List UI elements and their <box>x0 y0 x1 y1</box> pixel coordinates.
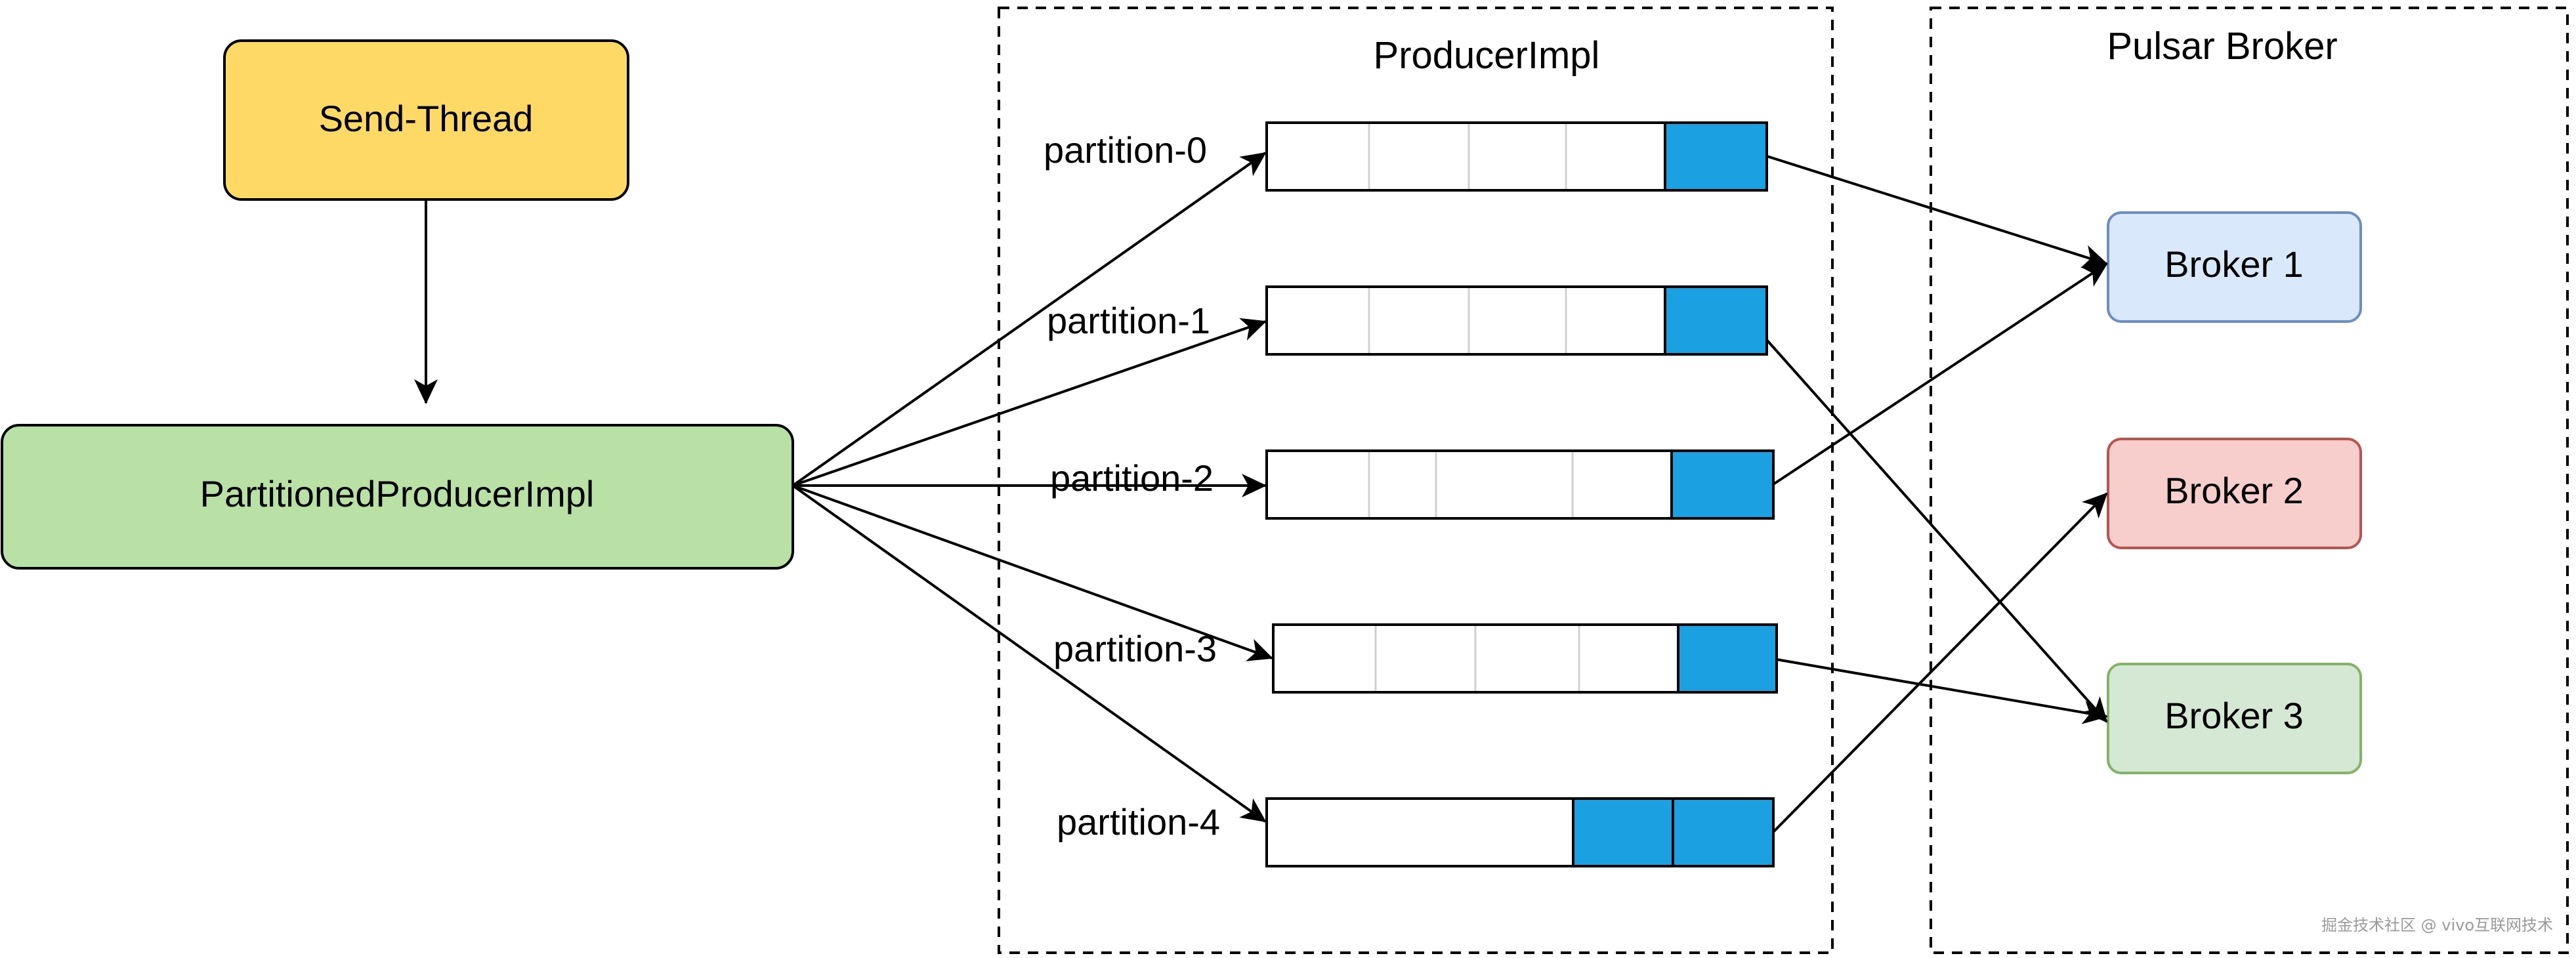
fanout-arrow-partition-4 <box>792 484 1267 823</box>
route-arrow-partition-0-to-broker-1 <box>1766 155 2108 268</box>
message-block <box>1572 797 1674 867</box>
route-arrow-partition-2-to-broker-1 <box>1772 262 2108 486</box>
broker-2-label: Broker 2 <box>2164 470 2304 511</box>
message-block <box>1677 623 1778 694</box>
fanout-arrow-partition-1 <box>792 318 1267 487</box>
message-block <box>1670 449 1775 520</box>
partition-queue-0 <box>1265 121 1768 192</box>
partitioned-producer-label: PartitionedProducerImpl <box>200 473 595 514</box>
broker-1-label: Broker 1 <box>2164 243 2304 285</box>
fanout-arrow-partition-0 <box>792 152 1267 487</box>
message-block <box>1664 121 1768 192</box>
partition-queue-4 <box>1265 797 1775 867</box>
partition-queue-3 <box>1272 623 1778 694</box>
partition-label-1: partition-1 <box>1047 300 1210 341</box>
message-block <box>1672 797 1775 867</box>
partition-queue-2 <box>1265 449 1775 520</box>
send-thread-label: Send-Thread <box>319 98 534 139</box>
pulsar-broker-group <box>1930 7 2569 954</box>
route-arrow-partition-4-to-broker-2 <box>1772 492 2108 833</box>
broker-2-node <box>2107 438 2362 549</box>
broker-3-node <box>2107 663 2362 774</box>
producer-impl-title: ProducerImpl <box>1374 34 1600 77</box>
partition-label-4: partition-4 <box>1057 801 1220 843</box>
partition-label-3: partition-3 <box>1053 628 1217 669</box>
fanout-arrow-partition-3 <box>792 484 1273 661</box>
partition-label-2: partition-2 <box>1050 457 1214 499</box>
message-block <box>1664 285 1768 356</box>
route-arrow-partition-3-to-broker-3 <box>1776 658 2108 724</box>
watermark: 掘金技术社区 @ vivo互联网技术 <box>2321 916 2553 934</box>
partition-queue-1 <box>1265 285 1768 356</box>
route-arrow-partition-1-to-broker-3 <box>1765 339 2108 723</box>
broker-1-node <box>2107 211 2362 323</box>
producer-impl-group <box>998 7 1834 954</box>
pulsar-broker-title: Pulsar Broker <box>2107 25 2337 68</box>
partitioned-producer-node <box>1 424 794 570</box>
partition-label-0: partition-0 <box>1044 129 1207 171</box>
broker-3-label: Broker 3 <box>2164 695 2304 736</box>
